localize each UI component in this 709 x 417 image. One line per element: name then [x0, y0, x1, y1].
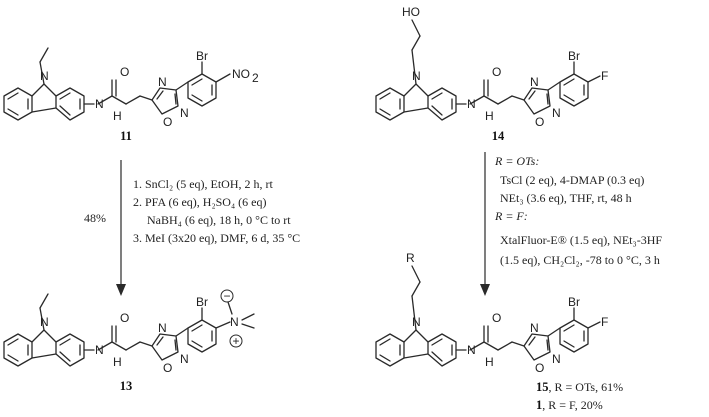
svg-text:N: N	[180, 352, 189, 366]
svg-text:N: N	[467, 97, 476, 111]
svg-text:N: N	[412, 315, 421, 329]
compound-label-15: 15	[536, 380, 549, 394]
yield-48: 48%	[84, 211, 106, 225]
ots-condition-2: NEt₃ (3.6 eq), THF, rt, 48 h	[500, 191, 632, 205]
svg-text:O: O	[492, 65, 501, 79]
svg-text:O: O	[535, 361, 544, 375]
atom-r: R	[406, 251, 415, 265]
svg-text:Br: Br	[196, 295, 208, 309]
atom-no2-sub: 2	[252, 71, 259, 85]
compound-13-structure: N N H O O N N Br N − +	[3, 289, 255, 375]
compound-label-13: 13	[120, 379, 133, 393]
svg-text:N: N	[467, 343, 476, 357]
compound-label-11: 11	[120, 129, 132, 143]
left-condition-4: 3. MeI (3x20 eq), DMF, 6 d, 35 °C	[133, 231, 300, 245]
svg-text:H: H	[485, 109, 494, 123]
atom-carbonyl-o: O	[120, 65, 129, 79]
svg-text:Br: Br	[568, 49, 580, 63]
svg-text:N: N	[552, 352, 561, 366]
compound-15-structure: N R N H O O N N Br F	[375, 251, 608, 375]
atom-h: H	[113, 109, 122, 123]
atom-br: Br	[196, 49, 208, 63]
atom-ring-o: O	[163, 115, 172, 129]
f-condition-1: XtalFluor-E® (1.5 eq), NEt₃-3HF	[500, 233, 662, 247]
r-f-header: R = F:	[494, 209, 528, 223]
svg-text:F: F	[601, 315, 608, 329]
compound-11-structure: N N H O O N N Br NO 2	[3, 47, 259, 129]
svg-text:O: O	[163, 361, 172, 375]
arrowhead-right	[480, 284, 490, 296]
svg-text:N: N	[40, 315, 49, 329]
ots-condition-1: TsCl (2 eq), 4-DMAP (0.3 eq)	[500, 173, 644, 187]
svg-text:N: N	[530, 321, 539, 335]
svg-text:H: H	[113, 355, 122, 369]
f-condition-2: (1.5 eq), CH₂Cl₂, -78 to 0 °C, 3 h	[500, 253, 660, 267]
compound-label-1: 1	[536, 398, 542, 412]
svg-text:O: O	[535, 115, 544, 129]
atom-nh: N	[95, 97, 104, 111]
charge-plus: +	[232, 334, 239, 348]
svg-text:N: N	[158, 321, 167, 335]
atom-n: N	[40, 69, 49, 83]
atom-f: F	[601, 69, 608, 83]
left-condition-2: 2. PFA (6 eq), H₂SO₄ (6 eq)	[133, 195, 266, 209]
svg-text:N: N	[412, 69, 421, 83]
atom-oh: HO	[402, 5, 420, 19]
svg-text:N: N	[95, 343, 104, 357]
atom-ring-n2: N	[158, 75, 167, 89]
left-condition-1: 1. SnCl₂ (5 eq), EtOH, 2 h, rt	[133, 177, 274, 191]
svg-text:H: H	[485, 355, 494, 369]
compound-label-15-line: 15, R = OTs, 61%	[536, 380, 623, 394]
compound-14-structure: N HO N H O O N N Br F	[375, 5, 608, 129]
compound-15-desc: , R = OTs, 61%	[549, 380, 624, 394]
compound-label-14: 14	[492, 129, 505, 143]
svg-text:O: O	[120, 311, 129, 325]
r-ots-header: R = OTs:	[494, 154, 539, 168]
svg-text:N: N	[552, 106, 561, 120]
svg-text:Br: Br	[568, 295, 580, 309]
charge-minus: −	[223, 289, 230, 303]
compound-label-1-line: 1, R = F, 20%	[536, 398, 603, 412]
svg-text:O: O	[492, 311, 501, 325]
arrowhead-left	[116, 284, 126, 296]
atom-no2: NO	[232, 67, 250, 81]
compound-1-desc: , R = F, 20%	[542, 398, 602, 412]
atom-n-plus: N	[230, 315, 239, 329]
atom-ring-n: N	[180, 106, 189, 120]
left-condition-3: NaBH₄ (6 eq), 18 h, 0 °C to rt	[147, 213, 291, 227]
svg-text:N: N	[530, 75, 539, 89]
